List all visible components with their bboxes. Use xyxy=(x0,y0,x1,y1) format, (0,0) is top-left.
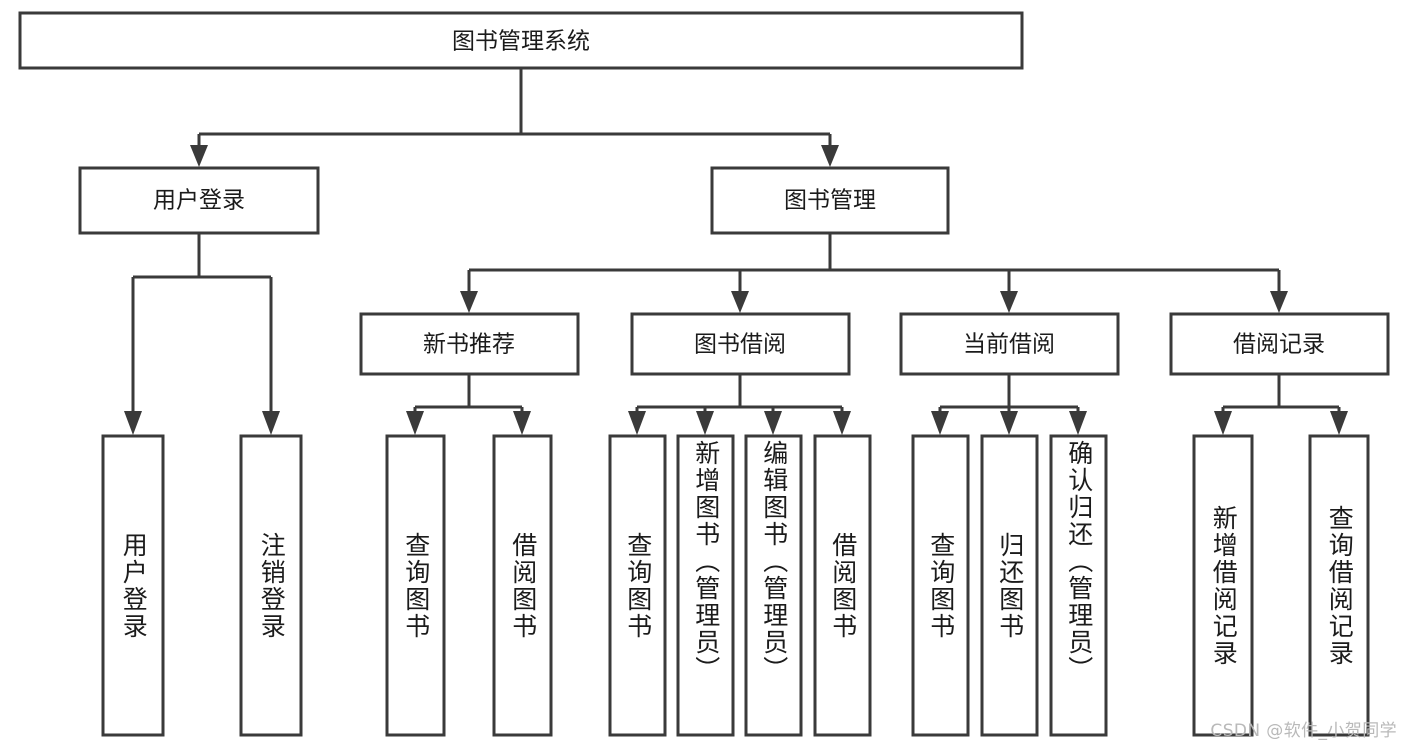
leaf-query-book-3-box[interactable] xyxy=(911,434,970,737)
arrowhead-leaf-borrow-book-1 xyxy=(513,411,531,435)
arrowhead-book-management xyxy=(821,145,839,167)
arrowhead-new-book-recommend xyxy=(460,291,478,313)
arrowhead-leaf-query-book-2 xyxy=(628,411,646,435)
leaf-query-borrow-record-box[interactable] xyxy=(1308,434,1370,737)
node-current-borrow-box[interactable] xyxy=(899,312,1120,376)
leaf-logout-login-box[interactable] xyxy=(239,434,303,737)
connector-layer xyxy=(124,68,1348,435)
node-book-borrow-label: 图书借阅 xyxy=(694,332,786,358)
leaf-add-borrow-record-box[interactable] xyxy=(1192,434,1254,737)
leaf-edit-book-admin-box[interactable] xyxy=(744,434,803,737)
node-user-login-label: 用户登录 xyxy=(153,188,245,214)
node-current-borrow-label: 当前借阅 xyxy=(963,332,1055,358)
node-layer: 图书管理系统 用户登录 图书管理 新书推荐 图书借阅 当前借阅 借阅记录 xyxy=(18,11,1390,737)
leaf-borrow-book-1-box[interactable] xyxy=(492,434,553,737)
node-root-box[interactable] xyxy=(18,11,1024,70)
arrowhead-leaf-add-borrow-record xyxy=(1214,411,1232,435)
leaf-user-login-box[interactable] xyxy=(101,434,165,737)
leaf-borrow-book-2-box[interactable] xyxy=(813,434,872,737)
node-borrow-record-label: 借阅记录 xyxy=(1233,332,1325,358)
node-book-borrow-box[interactable] xyxy=(630,312,851,376)
arrowhead-borrow-record xyxy=(1270,291,1288,313)
arrowhead-leaf-user-login xyxy=(124,411,142,435)
leaf-return-book-box[interactable] xyxy=(980,434,1039,737)
arrowhead-user-login xyxy=(190,145,208,167)
arrowhead-leaf-edit-book-admin xyxy=(764,411,782,435)
arrowhead-leaf-add-book-admin xyxy=(696,411,714,435)
leaf-query-book-1-box[interactable] xyxy=(385,434,446,737)
leaf-add-book-admin-box[interactable] xyxy=(676,434,735,737)
arrowhead-leaf-query-book-3 xyxy=(931,411,949,435)
arrowhead-leaf-return-book xyxy=(1000,411,1018,435)
arrowhead-leaf-logout-login xyxy=(262,411,280,435)
node-root-label: 图书管理系统 xyxy=(452,29,590,55)
node-book-management-label: 图书管理 xyxy=(784,188,876,214)
csdn-watermark: CSDN @软件_小贺同学 xyxy=(1210,721,1397,741)
arrowhead-book-borrow xyxy=(731,291,749,313)
node-book-management-box[interactable] xyxy=(710,166,950,235)
node-user-login-box[interactable] xyxy=(78,166,320,235)
leaf-confirm-return-admin-box[interactable] xyxy=(1049,434,1108,737)
leaf-query-book-2-box[interactable] xyxy=(608,434,667,737)
arrowhead-leaf-confirm-return-admin xyxy=(1069,411,1087,435)
arrowhead-leaf-borrow-book-2 xyxy=(833,411,851,435)
arrowhead-leaf-query-borrow-record xyxy=(1330,411,1348,435)
node-new-book-recommend-box[interactable] xyxy=(359,312,580,376)
arrowhead-current-borrow xyxy=(1000,291,1018,313)
node-new-book-recommend-label: 新书推荐 xyxy=(423,332,515,358)
node-borrow-record-box[interactable] xyxy=(1169,312,1390,376)
arrowhead-leaf-query-book-1 xyxy=(406,411,424,435)
